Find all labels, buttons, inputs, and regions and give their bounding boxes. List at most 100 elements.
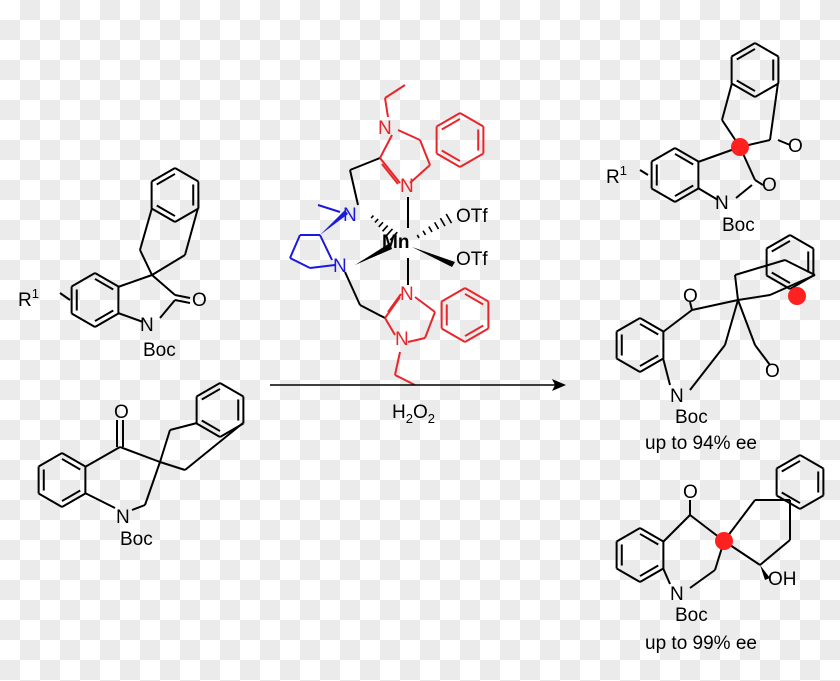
bond (397, 129, 421, 141)
bond (737, 299, 756, 346)
bond (159, 429, 171, 463)
hashed-bond (385, 228, 394, 237)
bond (616, 527, 641, 543)
bond (436, 152, 461, 168)
bond (759, 539, 791, 566)
bond (174, 299, 191, 304)
bond-group (379, 84, 490, 386)
atom-o: O (683, 286, 698, 307)
hashed-bond (433, 221, 440, 230)
bond (381, 163, 399, 185)
bond (441, 118, 461, 131)
bond (689, 301, 693, 311)
bond (151, 167, 176, 183)
bond (771, 271, 791, 284)
hashed-bond (378, 221, 384, 228)
bond (771, 240, 791, 253)
bond (691, 299, 739, 311)
bond (174, 294, 191, 299)
atom-n: N (670, 584, 684, 605)
bond (344, 271, 361, 306)
bond (117, 274, 153, 288)
bond (689, 344, 726, 391)
bond (674, 153, 694, 166)
atom-n: N (715, 193, 729, 214)
bond (737, 294, 771, 301)
bond (789, 274, 814, 290)
bond (697, 187, 719, 201)
bond (662, 514, 691, 543)
bond (776, 454, 801, 470)
bond (639, 357, 664, 373)
bond (799, 454, 824, 470)
bond (201, 388, 221, 401)
bond (754, 42, 779, 58)
hashed-bond (439, 217, 446, 227)
bond (736, 79, 756, 92)
bond (799, 494, 824, 510)
atom-n: N (400, 284, 414, 305)
bond (61, 492, 86, 508)
wedge-bond (355, 243, 392, 265)
bond (409, 164, 431, 184)
bond (639, 567, 664, 583)
bond (394, 374, 416, 386)
bond (159, 461, 186, 471)
bond (754, 344, 771, 366)
atom-o: O (114, 402, 129, 423)
otf-label: OTf (456, 249, 488, 270)
bond (131, 504, 146, 511)
bond (651, 187, 676, 203)
bond (459, 152, 484, 168)
bond (139, 249, 153, 276)
bond (766, 234, 791, 250)
bond (639, 354, 659, 367)
bond (781, 460, 801, 473)
hashed-bond (381, 225, 389, 232)
bond (151, 274, 176, 296)
bond (151, 207, 176, 223)
bond (419, 139, 431, 166)
hashed-bond (416, 234, 420, 239)
bond (219, 382, 244, 398)
bond (38, 492, 63, 508)
hashed-bond (422, 230, 427, 236)
bond (414, 296, 436, 313)
bond (464, 327, 489, 343)
boc-label: Boc (675, 605, 708, 626)
product-spirooxindole-indanone: R1 O O N Boc (606, 136, 803, 236)
bond (776, 494, 801, 510)
atom-n: N (670, 386, 684, 407)
ee-label-94: up to 94% ee (645, 433, 757, 454)
atom-o: O (683, 482, 698, 503)
bond (464, 287, 489, 303)
bond (689, 569, 716, 589)
bond (724, 299, 739, 346)
bond (159, 299, 176, 319)
bond (766, 274, 791, 290)
stereocenter-dot (715, 532, 733, 550)
boc-label: Boc (722, 215, 755, 236)
bond (349, 169, 359, 206)
mn-catalyst: Mn OTf OTf N N N N N N (333, 118, 488, 350)
wedge-bond (760, 565, 770, 580)
bond-group (289, 204, 341, 269)
bond (662, 567, 671, 585)
bond (734, 274, 739, 301)
ee-label-99: up to 99% ee (645, 633, 757, 654)
bond (736, 48, 756, 61)
bond (169, 422, 198, 431)
stereocenter-dot (788, 287, 806, 305)
hashed-bond (374, 218, 379, 224)
bond (441, 287, 466, 303)
bond (359, 304, 386, 319)
bond (639, 533, 659, 546)
bond (119, 446, 161, 463)
bond (94, 312, 119, 328)
bond (184, 207, 199, 256)
bond (319, 234, 333, 261)
bond (616, 317, 641, 333)
bond (721, 82, 733, 121)
bond (38, 452, 63, 468)
